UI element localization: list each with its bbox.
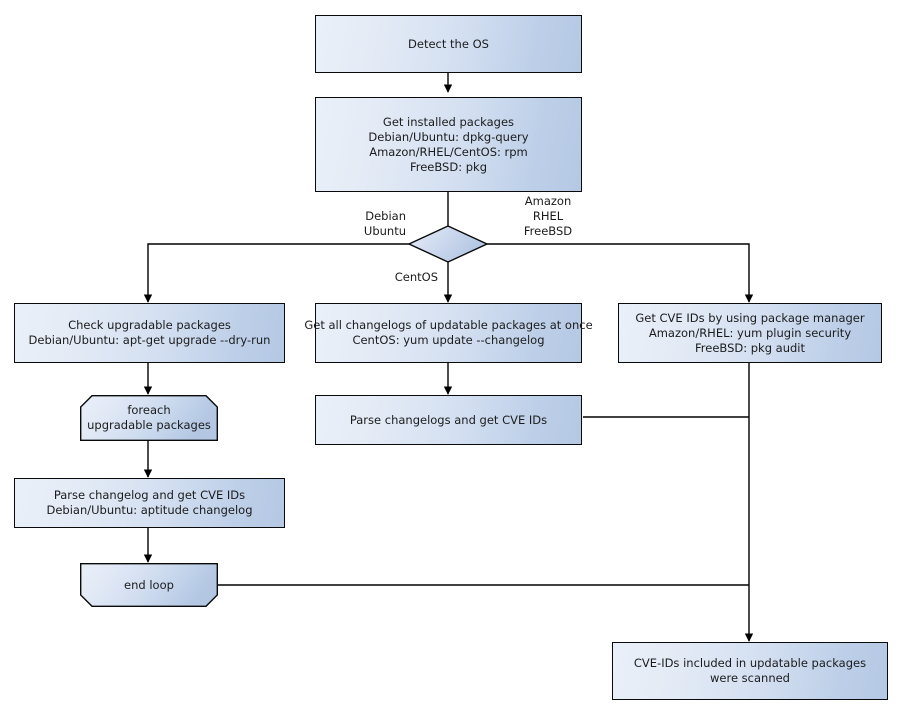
node-pkgmgr-line2: Amazon/RHEL: yum plugin security: [648, 325, 852, 340]
edge-label-debian: Debian: [365, 209, 406, 223]
node-foreach-upgradable-packages[interactable]: foreach upgradable packages: [80, 395, 218, 441]
edge-label-centos-text: CentOS: [394, 270, 438, 284]
end-loop-shape: [80, 563, 218, 607]
foreach-shape: [80, 395, 218, 441]
node-os-decision[interactable]: [409, 226, 487, 262]
node-installed-line3: Amazon/RHEL/CentOS: rpm: [369, 144, 528, 159]
node-parse-one-line2: Debian/Ubuntu: aptitude changelog: [46, 503, 253, 517]
node-parse-one-line1: Parse changelog and get CVE IDs: [53, 488, 246, 502]
node-installed-line1: Get installed packages: [382, 114, 515, 129]
node-foreach-line1: foreach: [127, 403, 171, 417]
edge-label-ubuntu: Ubuntu: [363, 224, 406, 238]
node-parse-all-line1: Parse changelogs and get CVE IDs: [349, 412, 548, 427]
edge-label-freebsd: FreeBSD: [523, 224, 573, 238]
node-check-upgradable-packages[interactable]: Check upgradable packages Debian/Ubuntu:…: [14, 303, 285, 363]
node-detect-os-line1: Detect the OS: [408, 36, 489, 51]
node-cve-ids-scanned[interactable]: CVE-IDs included in updatable packages w…: [612, 642, 888, 700]
node-check-upg-line2: Debian/Ubuntu: apt-get upgrade --dry-run: [28, 333, 271, 347]
node-get-installed-packages[interactable]: Get installed packages Debian/Ubuntu: dp…: [315, 97, 582, 192]
node-parse-changelogs-cve[interactable]: Parse changelogs and get CVE IDs: [315, 395, 582, 445]
edge-label-amazon: Amazon: [524, 194, 572, 208]
node-final-line2: were scanned: [709, 671, 790, 685]
edge-label-amazon-rhel-freebsd: Amazon RHEL FreeBSD: [493, 194, 603, 239]
node-pkgmgr-line3: FreeBSD: pkg audit: [694, 340, 806, 355]
edge-label-centos: CentOS: [330, 270, 438, 285]
node-pkgmgr-line1: Get CVE IDs by using package manager: [635, 310, 865, 325]
node-end-loop[interactable]: end loop: [80, 563, 218, 607]
edge-label-rhel: RHEL: [532, 209, 564, 223]
node-installed-line4: FreeBSD: pkg: [409, 159, 488, 174]
node-foreach-line2: upgradable packages: [87, 418, 211, 432]
edge-label-debian-ubuntu: Debian Ubuntu: [318, 209, 406, 239]
node-detect-os[interactable]: Detect the OS: [315, 15, 582, 73]
node-allchangelogs-line1: Get all changelogs of updatable packages…: [304, 318, 593, 332]
node-get-cve-package-manager[interactable]: Get CVE IDs by using package manager Ama…: [618, 303, 882, 363]
node-get-all-changelogs[interactable]: Get all changelogs of updatable packages…: [304, 303, 593, 363]
node-installed-line2: Debian/Ubuntu: dpkg-query: [368, 129, 529, 144]
node-parse-changelog-cve[interactable]: Parse changelog and get CVE IDs Debian/U…: [14, 478, 285, 528]
node-final-line1: CVE-IDs included in updatable packages: [633, 656, 867, 670]
node-end-loop-line1: end loop: [124, 577, 174, 592]
edge-decision-right: [487, 243, 754, 303]
node-check-upg-line1: Check upgradable packages: [68, 318, 231, 332]
node-allchangelogs-line2: CentOS: yum update --changelog: [352, 333, 545, 347]
